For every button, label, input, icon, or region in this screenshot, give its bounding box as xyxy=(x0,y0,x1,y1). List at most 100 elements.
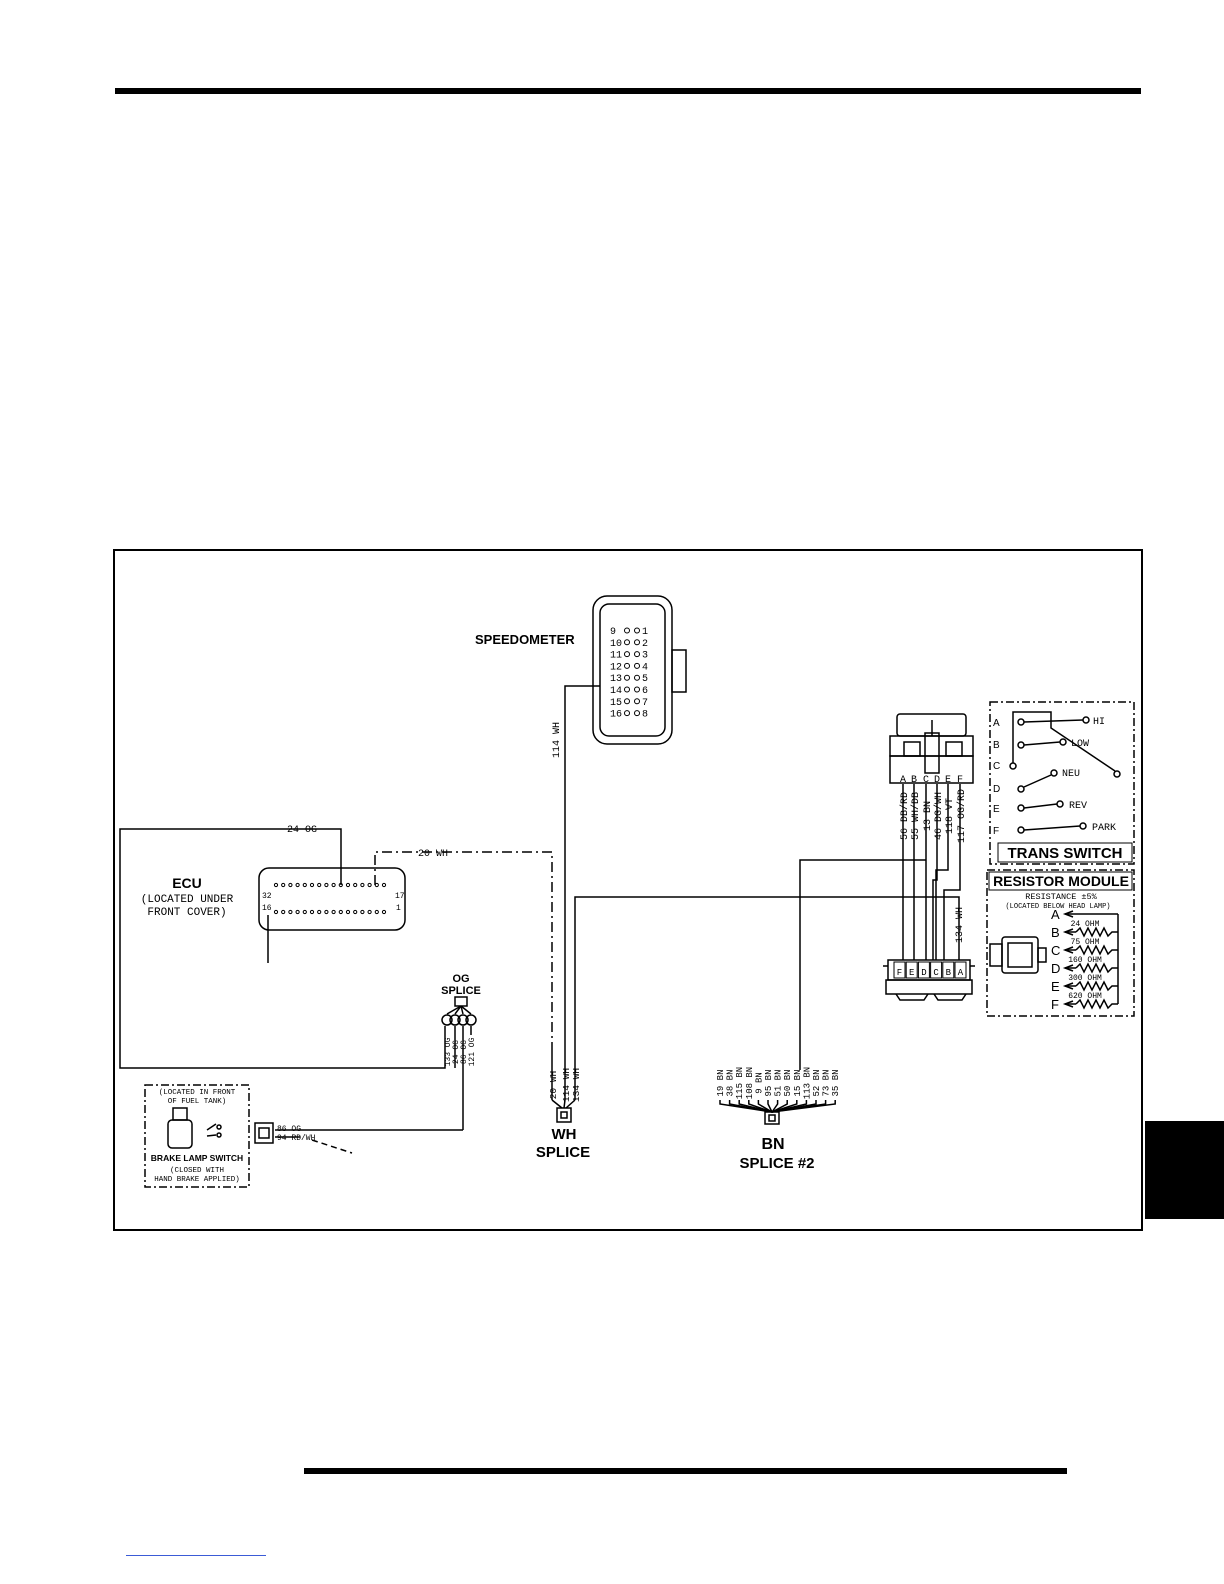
speedometer-pin-dot xyxy=(634,698,640,705)
ecu-pin-dot xyxy=(302,909,307,915)
resistor-module-pin-B: B xyxy=(1051,925,1060,940)
speedometer-pin-dots xyxy=(624,627,640,717)
trans-connector-bottom-pin-A: A xyxy=(958,968,964,978)
trans-connector-wires xyxy=(902,784,961,960)
ecu-pin-dot xyxy=(374,909,379,915)
resistor-module-pin-A: A xyxy=(1051,907,1060,922)
speedometer-pin-dot xyxy=(624,639,630,646)
trans-switch-position-rev: REV xyxy=(1069,801,1087,812)
brake-lamp-label: BRAKE LAMP SWITCH xyxy=(151,1153,243,1163)
ecu-pin-dot xyxy=(367,882,372,888)
wh-splice-label2: SPLICE xyxy=(536,1144,590,1161)
footer-link-underline[interactable] xyxy=(126,1555,266,1556)
bn-splice-wire-label: 50 BN xyxy=(783,1069,793,1096)
bn-splice-body xyxy=(764,1111,780,1125)
bn-splice-wire-label: 108 BN xyxy=(745,1067,755,1099)
brake-lamp-switch-icon xyxy=(167,1107,222,1149)
speedometer-pin-9: 9 xyxy=(610,627,616,638)
trans-switch-title: TRANS SWITCH xyxy=(1008,845,1123,862)
speedometer-pin-11: 11 xyxy=(610,651,622,662)
bottom-rule xyxy=(304,1468,1067,1474)
ecu-pin-dot xyxy=(281,909,286,915)
speedometer-pin-15: 15 xyxy=(610,698,622,709)
brake-lamp-connector xyxy=(254,1122,274,1144)
resistor-module-pin-E: E xyxy=(1051,979,1060,994)
resistor-value-label: 75 OHM xyxy=(1071,938,1100,947)
trans-connector-bottom-cell xyxy=(893,961,906,979)
speedometer-pin-3: 3 xyxy=(642,651,648,662)
bn-splice-wire-label: 113 BN xyxy=(802,1067,812,1099)
bn-splice-wire-label: 115 BN xyxy=(735,1067,745,1099)
resistor-module-box xyxy=(986,869,1135,1017)
brake-lamp-located2: OF FUEL TANK) xyxy=(168,1098,227,1106)
trans-switch-pin-A: A xyxy=(993,718,1000,729)
trans-connector-bottom-cell xyxy=(917,961,930,979)
trans-switch-position-hi: HI xyxy=(1093,717,1105,728)
ecu-pin-dot xyxy=(345,882,351,888)
ecu-pin-dot xyxy=(324,882,329,888)
speedometer-pin-7: 7 xyxy=(642,698,648,709)
resistor-value-label: 300 OHM xyxy=(1068,974,1102,983)
ecu-pin-16: 16 xyxy=(262,904,272,913)
speedometer-pin-dot xyxy=(624,698,630,705)
resistor-module-pin-D: D xyxy=(1051,961,1060,976)
speedometer-pin-dot xyxy=(624,627,630,634)
ecu-pin-dot xyxy=(381,909,387,915)
wire-114-label: 114 WH xyxy=(552,722,563,758)
og-splice-wire-label: 24 OG xyxy=(452,1040,461,1064)
resistor-zigzag xyxy=(1075,962,1118,974)
trans-connector-wire xyxy=(935,784,949,960)
trans-connector-pin-B: B xyxy=(911,775,917,786)
resistor-ladder xyxy=(1062,910,1119,1010)
trans-connector-wire-label: 117 OG/RD xyxy=(956,789,968,843)
trans-connector-wire-label: 56 DB/RD xyxy=(899,792,911,840)
speedometer-pin-13: 13 xyxy=(610,674,622,685)
bn-splice-label1: BN xyxy=(761,1136,784,1153)
trans-connector-bottom-cell xyxy=(942,961,955,979)
trans-connector-pin-F: F xyxy=(957,775,963,786)
wh-splice-wire-label: 20 WH xyxy=(548,1071,559,1100)
speedometer-pin-dot xyxy=(634,710,640,717)
speedometer-pin-2: 2 xyxy=(642,639,648,650)
trans-connector-pin-C: C xyxy=(923,775,929,786)
speedometer-pin-dot xyxy=(624,686,630,693)
bn-splice-wire-label: 51 BN xyxy=(774,1069,784,1096)
og-splice-label1: OG xyxy=(452,973,469,985)
resistor-zigzag xyxy=(1075,998,1118,1010)
bn-splice-wire-label: 35 BN xyxy=(831,1069,841,1096)
speedometer-pin-14: 14 xyxy=(610,686,622,697)
bn-splice-strand xyxy=(771,1100,779,1113)
ecu-pin-32: 32 xyxy=(262,892,272,901)
trans-switch-position-park: PARK xyxy=(1092,823,1116,834)
bn-splice-strand xyxy=(757,1100,773,1113)
trans-connector-bottom-pin-D: D xyxy=(921,968,926,978)
ecu-pin-dot xyxy=(360,882,365,888)
resistor-value-label: 24 OHM xyxy=(1071,920,1100,929)
speedometer-pin-dot xyxy=(634,662,640,669)
trans-connector-bottom-pin-B: B xyxy=(946,968,952,978)
ecu-note-line1: (LOCATED UNDER xyxy=(141,894,234,906)
resistor-value-label: 620 OHM xyxy=(1068,992,1102,1001)
speedometer-label: SPEEDOMETER xyxy=(475,632,575,647)
brake-lamp-box xyxy=(144,1084,250,1188)
wire-94-rdwh-leader xyxy=(311,1139,353,1154)
trans-connector-wire-label: 118 VT xyxy=(945,798,956,834)
ecu-pin-dot xyxy=(309,909,315,915)
resistor-module-connector xyxy=(989,936,1047,974)
speedometer-pin-12: 12 xyxy=(610,662,622,673)
trans-connector-wire-label: 13 BN xyxy=(923,801,934,831)
trans-connector-wire-label: 46 DG/WH xyxy=(933,792,945,840)
bn-splice-strand xyxy=(771,1100,788,1113)
speedometer-pin-1: 1 xyxy=(642,627,648,638)
speedometer-connector xyxy=(592,595,687,745)
brake-wire1-label: 86 OG xyxy=(277,1125,301,1134)
speedometer-pin-dot xyxy=(634,674,640,681)
wire-114-wh xyxy=(564,685,600,1050)
og-splice-wire-label: 86 OG xyxy=(460,1040,469,1064)
ecu-pin-dot xyxy=(288,882,293,888)
